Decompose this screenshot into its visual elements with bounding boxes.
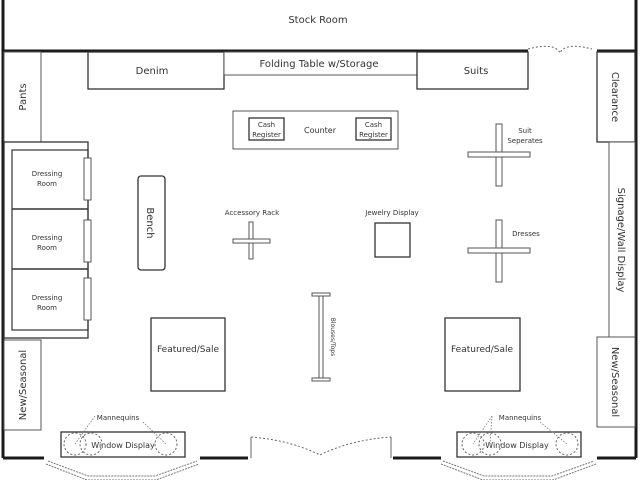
folding-table-label: Folding Table w/Storage <box>260 59 379 70</box>
dresses-label: Dresses <box>512 230 540 238</box>
window-display-right-label: Window Display <box>485 441 549 450</box>
featured-sale-right-label: Featured/Sale <box>451 345 513 355</box>
dressing-room-3-label-2: Room <box>37 304 57 312</box>
dressing-room-3[interactable]: Dressing Room <box>32 277 92 321</box>
suit-seperates-rack[interactable]: Suit Seperates <box>467 123 543 187</box>
window-display-left-label: Window Display <box>91 441 155 450</box>
dressing-room-2[interactable]: Dressing Room <box>12 219 92 270</box>
cash-register-left[interactable]: Cash Register <box>248 117 285 141</box>
mannequins-left-label: Mannequins <box>97 414 140 422</box>
mannequin-icon <box>79 432 103 456</box>
mannequins-right-label: Mannequins <box>499 414 542 422</box>
mannequin-icon <box>154 432 178 456</box>
dressing-rooms: Dressing Room Dressing Room Dressing Roo… <box>3 141 92 339</box>
pants-fixture[interactable]: Pants <box>3 51 42 143</box>
cash-register-left-label-1: Cash <box>258 121 275 129</box>
bench-label: Bench <box>144 207 155 238</box>
jewelry-display-label: Jewelry Display <box>364 209 418 217</box>
new-seasonal-left[interactable]: New/Seasonal <box>3 339 42 431</box>
dressing-room-3-label-1: Dressing <box>32 294 63 302</box>
pants-label: Pants <box>18 83 29 110</box>
denim-label: Denim <box>136 66 169 77</box>
dressing-room-1-label-2: Room <box>37 180 57 188</box>
window-display-left[interactable]: Window Display Mannequins <box>60 414 186 458</box>
signage-wall-display[interactable]: Signage/Wall Display <box>608 141 636 338</box>
featured-sale-left-label: Featured/Sale <box>157 345 219 355</box>
suits-label: Suits <box>464 66 489 77</box>
new-seasonal-right[interactable]: New/Seasonal <box>596 336 636 428</box>
mannequin-icon <box>555 432 579 456</box>
front-window-right <box>440 460 597 480</box>
mannequin-icon <box>63 432 87 456</box>
accessory-rack-label: Accessory Rack <box>225 209 280 217</box>
window-display-right[interactable]: Window Display Mannequins <box>456 414 582 458</box>
signage-wall-display-label: Signage/Wall Display <box>615 188 626 293</box>
blouses-tops-label: Blouses/Tops <box>329 318 336 356</box>
jewelry-display[interactable]: Jewelry Display <box>364 209 419 258</box>
bench[interactable]: Bench <box>137 175 166 271</box>
front-entrance-door[interactable] <box>250 436 392 458</box>
mannequin-icon <box>461 432 485 456</box>
cash-register-right-label-1: Cash <box>365 121 382 129</box>
clearance-fixture[interactable]: Clearance <box>596 51 636 143</box>
suit-seperates-label-2: Seperates <box>507 137 543 145</box>
new-seasonal-right-label: New/Seasonal <box>609 347 620 417</box>
counter-fixture[interactable]: Counter Cash Register Cash Register <box>232 110 399 150</box>
accessory-rack[interactable]: Accessory Rack <box>225 209 280 260</box>
cash-register-right-label-2: Register <box>359 131 388 139</box>
front-window-left <box>45 460 200 480</box>
dressing-room-2-label-2: Room <box>37 244 57 252</box>
dressing-room-2-label-1: Dressing <box>32 234 63 242</box>
mannequin-icon <box>478 432 502 456</box>
counter-label: Counter <box>304 126 337 135</box>
featured-sale-right[interactable]: Featured/Sale <box>444 317 521 392</box>
suits-fixture[interactable]: Suits <box>416 51 529 90</box>
stock-room-door[interactable] <box>527 45 593 55</box>
walls <box>1 0 638 460</box>
new-seasonal-left-label: New/Seasonal <box>18 350 29 420</box>
featured-sale-left[interactable]: Featured/Sale <box>150 317 226 392</box>
dresses-rack[interactable]: Dresses <box>467 219 540 283</box>
blouses-tops-rack[interactable]: Blouses/Tops <box>311 292 336 382</box>
folding-table-fixture[interactable]: Folding Table w/Storage <box>223 51 418 76</box>
cash-register-left-label-2: Register <box>252 131 281 139</box>
cash-register-right[interactable]: Cash Register <box>355 117 392 141</box>
clearance-label: Clearance <box>609 72 620 122</box>
stock-room-label: Stock Room <box>288 15 347 26</box>
dressing-room-1-label-1: Dressing <box>32 170 63 178</box>
denim-fixture[interactable]: Denim <box>87 51 225 90</box>
dressing-room-1[interactable]: Dressing Room <box>12 157 92 210</box>
suit-seperates-label-1: Suit <box>518 127 532 135</box>
